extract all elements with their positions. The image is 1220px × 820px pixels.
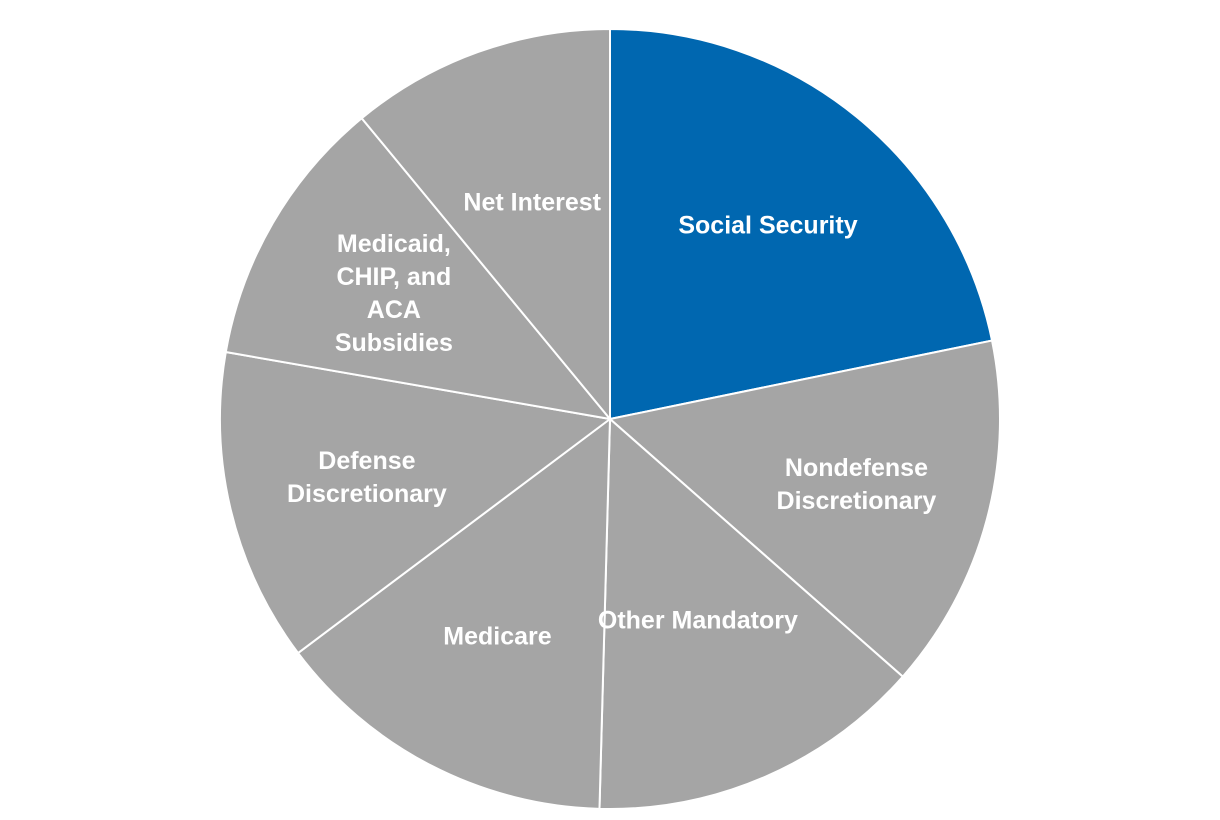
slice-label-line: CHIP, and (336, 263, 451, 291)
slice-label-net-interest: Net Interest (463, 189, 601, 217)
slice-label-social-security: Social Security (678, 211, 857, 239)
slice-label-line: Medicaid, (337, 230, 451, 258)
pie-slice-nondefense-discretionary (607, 339, 1001, 679)
slice-label-line: Social Security (678, 211, 857, 239)
pie-slice-medicaid-chip-and-aca-subsidies (224, 116, 613, 421)
pie-slice-medicare (296, 416, 612, 810)
slice-label-line: Discretionary (287, 480, 447, 508)
slice-label-line: ACA (367, 296, 421, 324)
slice-label-line: Other Mandatory (598, 607, 798, 635)
pie-slice-social-security (609, 27, 994, 421)
slice-label-other-mandatory: Other Mandatory (598, 607, 798, 635)
slice-label-line: Defense (318, 447, 415, 475)
slice-label-medicare: Medicare (443, 623, 551, 651)
pie-slice-other-mandatory (598, 416, 905, 810)
slice-label-line: Discretionary (777, 487, 937, 515)
slice-label-line: Nondefense (785, 454, 928, 482)
slice-label-line: Net Interest (463, 189, 601, 217)
slice-label-line: Subsidies (335, 329, 453, 357)
pie-slice-defense-discretionary (219, 350, 613, 655)
pie-slice-net-interest (360, 27, 611, 422)
slice-label-line: Medicare (443, 623, 551, 651)
